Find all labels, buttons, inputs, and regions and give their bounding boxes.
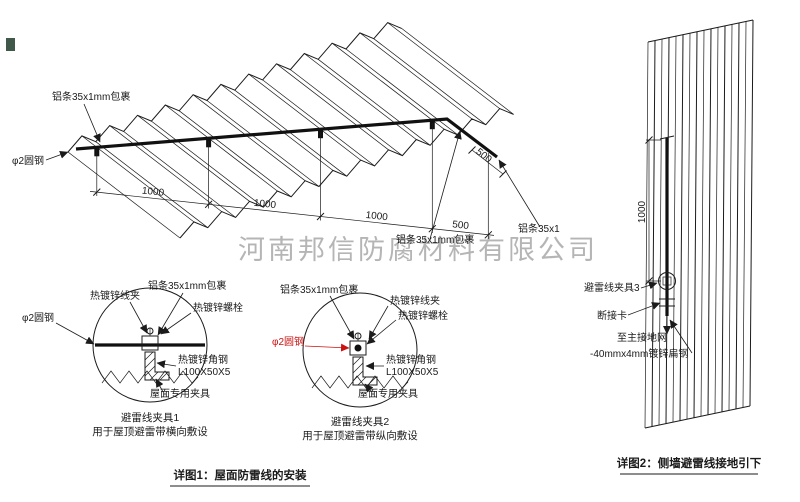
dim-extension-lines bbox=[96, 123, 489, 239]
detail1-leader-fixture bbox=[155, 378, 164, 393]
leader-wrap-top bbox=[83, 103, 101, 143]
leader-rod-left bbox=[45, 150, 69, 161]
conductor-top-tick bbox=[659, 135, 675, 140]
dim-500-chain: 500 bbox=[452, 219, 470, 232]
detail1-leader-angle bbox=[156, 360, 177, 369]
wall-corrugation-a bbox=[644, 21, 747, 429]
caption-detail2: 详图2：侧墙避雷线接地引下 bbox=[617, 456, 762, 470]
detail1-title: 避雷线夹具1 bbox=[121, 411, 179, 424]
label-clamp3: 避雷线夹具3 bbox=[584, 281, 640, 294]
corner-stamp bbox=[6, 38, 15, 51]
detail1-hatch bbox=[144, 351, 169, 381]
detail1-label-angle-size: L100X50X5 bbox=[178, 367, 231, 378]
leader-clamp3 bbox=[640, 281, 658, 290]
detail2-leader-rod bbox=[304, 343, 350, 352]
detail2-label-angle: 热镀锌角钢 bbox=[386, 353, 436, 366]
detail2-label-wrap: 铝条35x1mm包裹 bbox=[280, 283, 358, 296]
detail2-label-angle-size: L100X50X5 bbox=[386, 367, 439, 378]
wall-dim-1000: 1000 bbox=[637, 200, 648, 223]
caption-detail1: 详图1：屋面防雷线的安装 bbox=[174, 468, 307, 482]
detail1-circle bbox=[92, 287, 208, 403]
detail1-label-wrap: 铝条35x1mm包裹 bbox=[148, 279, 226, 292]
disconnect-clamp-symbol bbox=[659, 298, 675, 307]
dim-1000-c: 1000 bbox=[365, 210, 389, 223]
roof-isometric-view: 1000 1000 1000 500 500 铝条35x1mm包裹 φ2圆钢 铝… bbox=[12, 21, 560, 246]
dim-1000-b: 1000 bbox=[253, 198, 277, 211]
label-wrap-top: 铝条35x1mm包裹 bbox=[52, 90, 130, 103]
dim-1000-a: 1000 bbox=[141, 186, 165, 199]
dim-500-slope: 500 bbox=[474, 147, 494, 166]
detail1-label-rod: φ2圆钢 bbox=[22, 311, 54, 324]
conductor-clamps bbox=[94, 121, 435, 157]
detail1-label-angle: 热镀锌角钢 bbox=[178, 353, 228, 366]
detail2-hatch bbox=[352, 356, 377, 386]
captions: 详图1：屋面防雷线的安装 详图2：侧墙避雷线接地引下 bbox=[170, 456, 762, 487]
detail2-label-fixture: 屋面专用夹具 bbox=[358, 387, 418, 400]
dim-500-slope-ticks bbox=[468, 146, 507, 178]
company-watermark: 河南邦信防腐材料有限公司 bbox=[238, 235, 598, 265]
dim-chain-line bbox=[89, 191, 495, 236]
leader-wrap-far-right bbox=[498, 159, 541, 228]
detail2-wire-section bbox=[354, 344, 362, 352]
wall-dim-ticks bbox=[645, 136, 653, 285]
label-to-ground: 至主接地网 bbox=[617, 331, 667, 344]
detail2-angle-steel bbox=[352, 356, 378, 386]
detail2-leader-wrap bbox=[329, 295, 355, 340]
detail2-label-clamp: 热镀锌线夹 bbox=[390, 294, 440, 307]
detail1-subtitle: 用于屋顶避雷带横向敷设 bbox=[92, 425, 208, 438]
detail2-sheet-profile bbox=[311, 375, 409, 389]
detail1-angle-steel bbox=[144, 351, 170, 381]
corrugation-ridge-lines bbox=[81, 22, 500, 223]
detail1-label-clamp: 热镀锌线夹 bbox=[90, 289, 140, 302]
leader-disconnect bbox=[627, 302, 661, 316]
detail2-leader-fixture bbox=[364, 383, 374, 393]
detail2-circle bbox=[302, 292, 418, 408]
dim-500-slope-line bbox=[471, 149, 504, 175]
dim-ticks bbox=[92, 188, 493, 239]
label-flat-steel: -40mmx4mm镀锌扁钢 bbox=[590, 347, 688, 360]
detail1-clamp bbox=[141, 335, 159, 351]
leader-wrap-right bbox=[429, 130, 462, 240]
detail-view-2: 铝条35x1mm包裹 热镀锌线夹 热镀锌螺栓 φ2圆钢 热镀锌角钢 L100X5… bbox=[272, 283, 448, 442]
detail1-leader-rod bbox=[55, 322, 95, 345]
detail2-label-bolt: 热镀锌螺栓 bbox=[398, 309, 448, 322]
wall-top-edge bbox=[647, 19, 754, 43]
roof-near-edge bbox=[67, 21, 402, 153]
detail1-leader-wrap bbox=[157, 292, 184, 336]
wall-elevation-view: 1000 避雷线夹具3 断接卡 至主接地网 -40mmx4mm镀锌扁钢 bbox=[584, 19, 754, 429]
detail2-subtitle: 用于屋顶避雷带纵向敷设 bbox=[302, 429, 418, 442]
label-disconnect: 断接卡 bbox=[597, 309, 627, 322]
detail-view-1: 热镀锌线夹 铝条35x1mm包裹 热镀锌螺栓 φ2圆钢 热镀锌角钢 L100X5… bbox=[22, 279, 243, 438]
detail2-leader-bolt bbox=[366, 319, 397, 345]
label-wrap-far-right: 铝条35x1 bbox=[518, 222, 560, 235]
label-rod-left: φ2圆钢 bbox=[12, 154, 44, 167]
detail2-leader-clamp bbox=[368, 305, 389, 340]
leader-flat-steel bbox=[669, 319, 693, 354]
detail1-sheet-profile bbox=[101, 370, 199, 384]
detail1-label-fixture: 屋面专用夹具 bbox=[150, 387, 210, 400]
detail1-leader-clamp bbox=[129, 301, 148, 334]
detail2-title: 避雷线夹具2 bbox=[331, 415, 389, 428]
lightning-conductor-line bbox=[75, 117, 498, 159]
detail1-leader-bolt bbox=[160, 312, 192, 335]
label-wrap-right: 铝条35x1mm包裹 bbox=[396, 233, 474, 246]
wall-bottom-edge bbox=[644, 405, 751, 429]
wall-clamp3-plate bbox=[662, 276, 672, 286]
detail1-label-bolt: 热镀锌螺栓 bbox=[193, 301, 243, 314]
detail2-label-rod: φ2圆钢 bbox=[272, 335, 304, 348]
